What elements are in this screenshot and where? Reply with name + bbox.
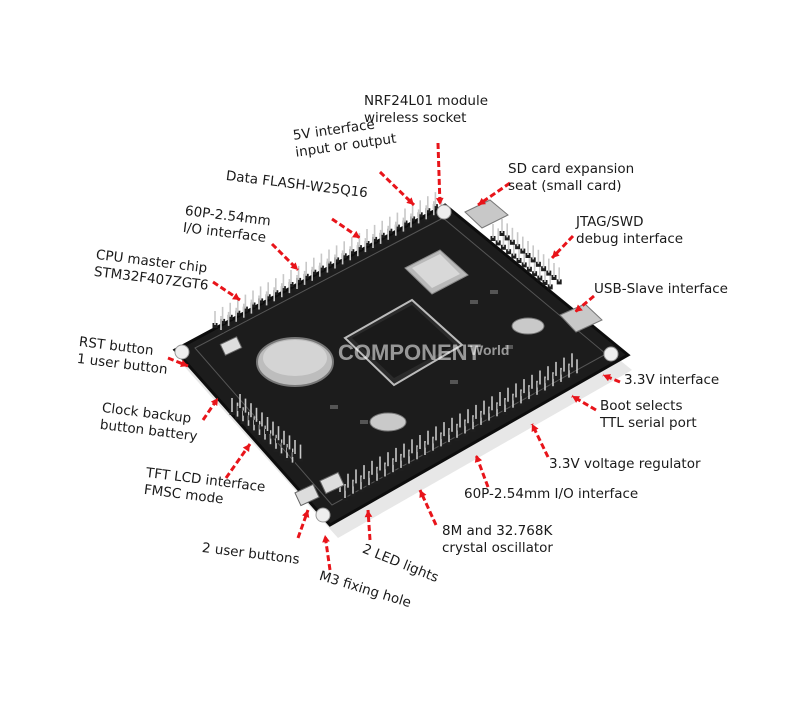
callout-nrf24l01: NRF24L01 module wireless socket [364,93,489,126]
callout-arrow-head [572,396,580,403]
callout-arrow-head [290,262,298,270]
watermark-suffix: World [470,342,510,358]
usb-slave-connector [559,303,603,333]
callout-crystal: 8M and 32.768K crystal oscillator [442,523,553,556]
mounting-holes [174,204,619,523]
callout-arrow-head [478,197,486,205]
callout-arrow-head [552,250,560,258]
callout-regulator: 3.3V voltage regulator [549,456,701,472]
callout-arrows [167,142,621,571]
rst-button [219,336,243,356]
callout-arrow-head [210,398,218,406]
callout-arrow-head [575,304,583,312]
callout-arrow-head [322,535,330,543]
coin-battery [256,337,334,387]
crystal-oscillator [369,317,545,432]
callout-arrow-head [603,374,611,382]
io-header-top [212,192,444,333]
callout-arrow-head [302,510,310,518]
callout-arrow-line [366,509,372,541]
cpu-chip [343,298,464,387]
callout-arrow-head [232,292,240,300]
callout-arrow-line [167,356,189,368]
callout-arrow-head [406,197,414,205]
callout-arrow-line [224,443,252,479]
callout-arrow-line [436,142,442,206]
callout-arrow-head [180,359,188,367]
callout-boot: Boot selects TTL serial port [600,398,697,431]
tft-header [229,394,303,466]
callout-arrow-head [419,490,427,498]
callout-arrow-head [352,230,360,238]
jtag-header [490,219,562,290]
callout-usb-slave: USB-Slave interface [594,281,728,297]
callout-arrow-line [602,373,621,384]
io-header-bottom [337,353,580,501]
user-buttons [294,471,345,507]
callout-arrow-head [242,444,250,452]
callout-arrow-head [531,424,539,432]
callout-3v3-interface: 3.3V interface [624,372,720,388]
callout-arrow-line [550,234,575,260]
callout-jtag: JTAG/SWD debug interface [576,214,684,247]
callout-arrow-head [474,455,483,463]
sd-card-slot [404,249,469,295]
callout-arrow-head [364,510,373,518]
callout-arrow-head [435,197,444,205]
callout-arrow-line [296,509,310,539]
callout-io-bottom: 60P-2.54mm I/O interface [464,486,639,502]
callout-sd-card: SD card expansion seat (small card) [508,161,635,194]
watermark-brand: COMPONENT [338,340,481,365]
callout-arrow-line [378,170,416,207]
